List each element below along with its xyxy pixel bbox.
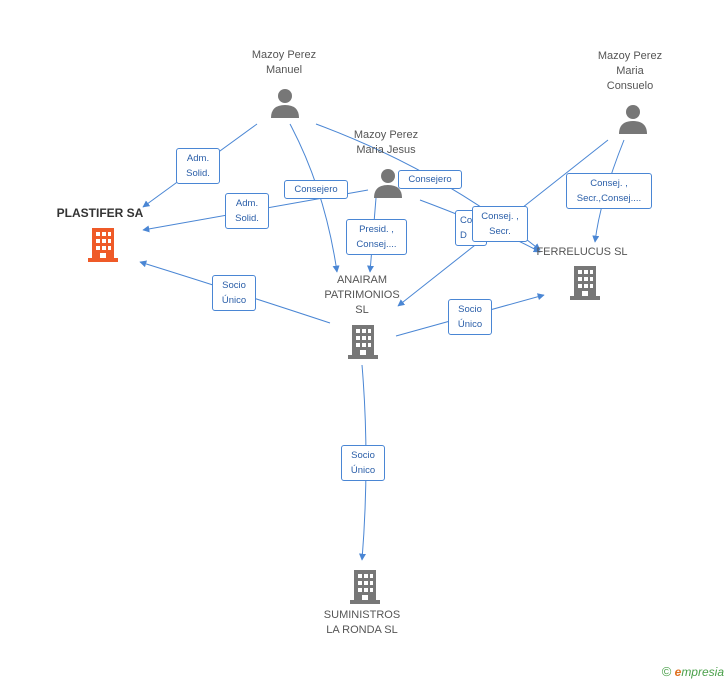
edge-label-line: D (460, 230, 467, 241)
building-icon (350, 570, 380, 604)
edge-label-socio-unico-3[interactable]: Socio Único (341, 445, 385, 481)
edge-label-line: Consej. , (590, 178, 628, 189)
label-line: Consuelo (606, 80, 654, 92)
label-line: Maria (616, 65, 644, 77)
label-line: Maria Jesus (356, 144, 416, 156)
label-line: SUMINISTROS (323, 609, 401, 621)
label-line: PATRIMONIOS (324, 289, 400, 301)
label-line: SL (355, 304, 369, 316)
edge-label-consejero-1[interactable]: Consejero (284, 180, 348, 199)
edge-label-line: Consejero (294, 184, 338, 195)
label-line: Mazoy Perez (353, 129, 419, 141)
label-line: Mazoy Perez (251, 49, 317, 61)
node-label-maria-consuelo[interactable]: Mazoy Perez Maria Consuelo (582, 49, 678, 94)
edge-label-consej-secr-1[interactable]: Consej. , Secr. (472, 206, 528, 242)
edge-label-adm-solid-1[interactable]: Adm. Solid. (176, 148, 220, 184)
edge-label-line: Único (350, 465, 376, 476)
label-line: Mazoy Perez (597, 50, 663, 62)
person-icon (374, 169, 402, 198)
edge-label-socio-unico-2[interactable]: Socio Único (448, 299, 492, 335)
edge-label-line: Secr. (489, 226, 511, 237)
label-line: ANAIRAM (336, 274, 388, 286)
edge-label-line: Solid. (235, 213, 259, 224)
label-line: Manuel (265, 64, 303, 76)
edge-label-line: Consejero (408, 174, 452, 185)
edge-label-line: Consej. , (481, 211, 519, 222)
edge-label-line: Único (221, 295, 247, 306)
brand-initial: e (674, 665, 682, 679)
node-label-plastifer[interactable]: PLASTIFER SA (48, 206, 152, 221)
edge-label-line: Co (460, 215, 473, 226)
label-line: LA RONDA SL (326, 624, 398, 636)
copyright-symbol: © (661, 664, 672, 679)
edge-label-line: Socio (351, 450, 375, 461)
edge-label-consej-secr-2[interactable]: Consej. , Secr.,Consej.... (566, 173, 652, 209)
edge-label-line: Adm. (235, 198, 259, 209)
node-label-maria-jesus[interactable]: Mazoy Perez Maria Jesus (338, 128, 434, 158)
node-label-suministros[interactable]: SUMINISTROS LA RONDA SL (314, 608, 410, 638)
building-icon (570, 266, 600, 300)
edge-label-line: Consej.... (356, 239, 397, 250)
brand-name: mpresia (681, 665, 724, 679)
building-icon (348, 325, 378, 359)
edge-label-socio-unico-1[interactable]: Socio Único (212, 275, 256, 311)
edge-label-line: Adm. (186, 153, 210, 164)
edge-label-consejero-2[interactable]: Consejero (398, 170, 462, 189)
empresia-logo: © empresia (662, 664, 724, 679)
edge-label-adm-solid-2[interactable]: Adm. Solid. (225, 193, 269, 229)
edge-label-line: Socio (458, 304, 482, 315)
edge-label-line: Presid. , (359, 224, 394, 235)
person-icon (619, 105, 647, 134)
node-label-ferrelucus[interactable]: FERRELUCUS SL (534, 245, 630, 260)
person-icon (271, 89, 299, 118)
edge-label-line: Socio (222, 280, 246, 291)
node-label-manuel[interactable]: Mazoy Perez Manuel (236, 48, 332, 78)
edge-label-line: Solid. (186, 168, 210, 179)
label-line: FERRELUCUS SL (536, 246, 628, 258)
edge-label-line: Único (457, 319, 483, 330)
node-label-anairam[interactable]: ANAIRAM PATRIMONIOS SL (314, 273, 410, 318)
building-icon (88, 228, 118, 262)
edge-label-line: Secr.,Consej.... (576, 193, 642, 204)
label-line: PLASTIFER SA (56, 206, 144, 220)
edge-label-presid-consej[interactable]: Presid. , Consej.... (346, 219, 407, 255)
